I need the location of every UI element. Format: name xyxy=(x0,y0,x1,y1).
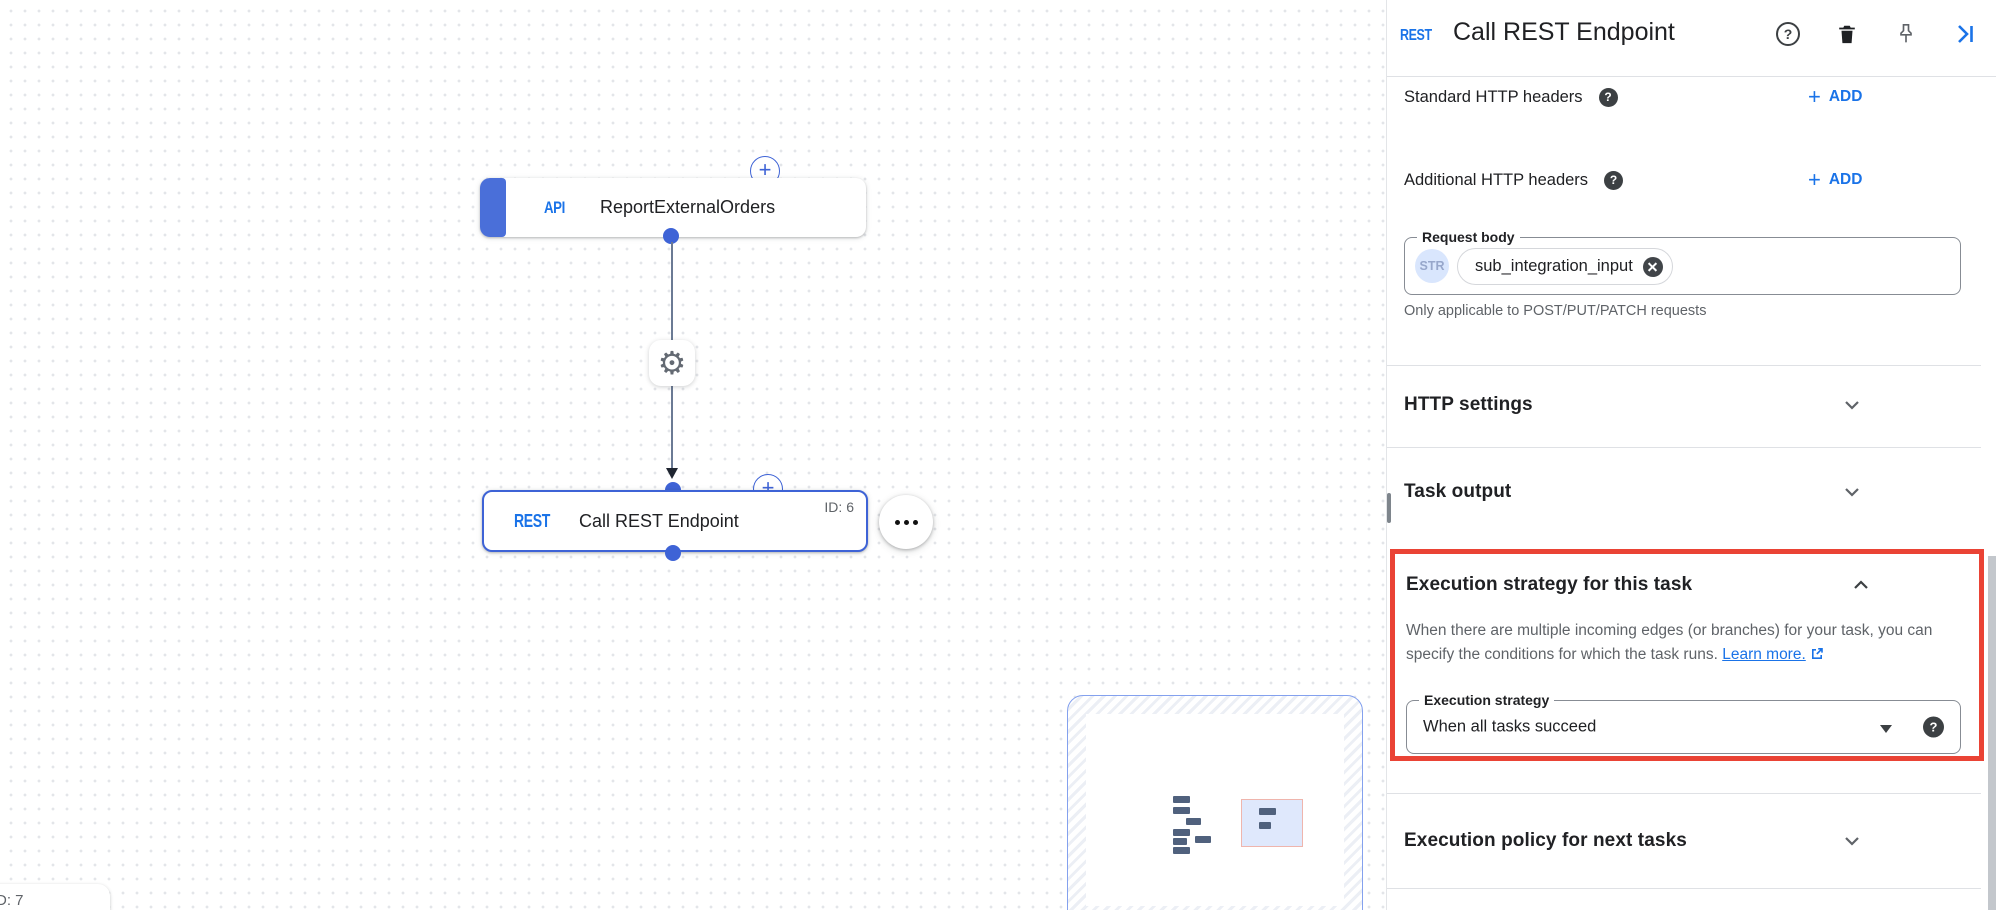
add-label: ADD xyxy=(1828,171,1863,188)
standard-http-headers-label: Standard HTTP headers xyxy=(1404,87,1583,106)
rest-task-badge: REST xyxy=(1400,27,1432,44)
add-label: ADD xyxy=(1828,88,1863,105)
help-icon[interactable] xyxy=(1604,170,1624,190)
standard-http-headers-row: Standard HTTP headers xyxy=(1404,85,1618,109)
section-execution-policy[interactable]: Execution policy for next tasks xyxy=(1387,813,1981,869)
task-more-options-button[interactable] xyxy=(879,495,933,549)
task-id-label: ID: 6 xyxy=(824,499,854,515)
variable-chip-label: sub_integration_input xyxy=(1475,257,1633,275)
ellipsis-icon xyxy=(894,519,900,525)
divider xyxy=(1387,888,1981,889)
task-config-panel: REST Call REST Endpoint xyxy=(1386,0,1996,910)
task-output-title: Task output xyxy=(1404,481,1512,502)
pin-panel-button[interactable] xyxy=(1893,21,1919,47)
section-task-output[interactable]: Task output xyxy=(1387,464,1981,520)
section-http-settings[interactable]: HTTP settings xyxy=(1387,377,1981,433)
divider xyxy=(1387,365,1981,366)
help-icon[interactable] xyxy=(1923,716,1944,738)
panel-scrollbar-thumb[interactable] xyxy=(1988,556,1996,910)
http-settings-title: HTTP settings xyxy=(1404,394,1533,415)
divider xyxy=(1387,447,1981,448)
trigger-node-label: ReportExternalOrders xyxy=(600,197,776,217)
question-circle-icon xyxy=(1776,22,1800,46)
task-node-label: Call REST Endpoint xyxy=(579,510,739,531)
variable-chip[interactable]: sub_integration_input xyxy=(1457,248,1673,285)
section-execution-strategy[interactable]: Execution strategy for this task xyxy=(1395,567,1979,603)
execution-strategy-description: When there are multiple incoming edges (… xyxy=(1406,619,1958,667)
ellipsis-icon xyxy=(912,519,918,525)
task-id-label: D: 7 xyxy=(0,892,24,909)
divider xyxy=(1387,793,1981,794)
request-body-field[interactable]: Request body STR sub_integration_input xyxy=(1404,229,1961,295)
suggested-task-dropzone[interactable] xyxy=(1067,695,1363,910)
execution-strategy-select[interactable]: Execution strategy When all tasks succee… xyxy=(1406,692,1961,754)
trigger-node-report-external-orders[interactable]: API ReportExternalOrders xyxy=(480,178,866,237)
edge-config-gear-icon[interactable] xyxy=(649,340,695,386)
chevron-right-bar-icon xyxy=(1958,25,1973,43)
delete-task-button[interactable] xyxy=(1834,21,1860,47)
panel-header: REST Call REST Endpoint xyxy=(1387,0,1996,76)
trigger-accent-bar xyxy=(480,178,506,237)
execution-strategy-field-label: Execution strategy xyxy=(1419,692,1555,708)
divider xyxy=(1387,76,1996,77)
caret-down-icon[interactable] xyxy=(1880,725,1892,733)
external-link-icon xyxy=(1811,648,1823,660)
add-additional-header-button[interactable]: ADD xyxy=(1808,169,1863,191)
chevron-down-icon[interactable] xyxy=(1841,830,1863,852)
help-icon[interactable] xyxy=(1775,21,1801,47)
trash-icon xyxy=(1839,25,1855,44)
string-type-badge: STR xyxy=(1415,249,1449,283)
collapse-panel-button[interactable] xyxy=(1952,21,1978,47)
edge-arrowhead-icon xyxy=(666,468,678,479)
partial-task-node[interactable]: D: 7 xyxy=(0,884,110,910)
ellipsis-icon xyxy=(903,519,909,525)
additional-http-headers-row: Additional HTTP headers xyxy=(1404,168,1624,192)
remove-variable-icon[interactable] xyxy=(1642,256,1663,277)
task-output-port[interactable] xyxy=(665,545,681,561)
execution-strategy-value: When all tasks succeed xyxy=(1423,717,1597,736)
mapping-illustration-icon xyxy=(1173,796,1303,866)
description-text: When there are multiple incoming edges (… xyxy=(1406,622,1933,664)
request-body-helper-text: Only applicable to POST/PUT/PATCH reques… xyxy=(1404,303,1707,319)
task-node-call-rest-endpoint[interactable]: REST Call REST Endpoint ID: 6 xyxy=(482,490,868,552)
trigger-output-port[interactable] xyxy=(663,228,679,244)
panel-title: Call REST Endpoint xyxy=(1453,18,1675,46)
panel-scrollbar-thumb[interactable] xyxy=(1387,493,1391,523)
help-icon[interactable] xyxy=(1598,87,1618,107)
add-standard-header-button[interactable]: ADD xyxy=(1808,86,1863,108)
additional-http-headers-label: Additional HTTP headers xyxy=(1404,170,1589,189)
integration-canvas[interactable]: API ReportExternalOrders REST Call REST … xyxy=(0,0,1387,910)
execution-policy-title: Execution policy for next tasks xyxy=(1404,830,1687,851)
api-trigger-badge: API xyxy=(544,197,565,217)
request-body-label: Request body xyxy=(1417,229,1520,245)
chevron-down-icon[interactable] xyxy=(1841,481,1863,503)
chevron-up-icon[interactable] xyxy=(1850,574,1872,596)
pushpin-icon xyxy=(1900,24,1912,43)
execution-strategy-highlight-box: Execution strategy for this task When th… xyxy=(1390,549,1984,761)
chevron-down-icon[interactable] xyxy=(1841,394,1863,416)
learn-more-link[interactable]: Learn more. xyxy=(1722,646,1806,664)
rest-task-badge: REST xyxy=(514,510,550,531)
execution-strategy-title: Execution strategy for this task xyxy=(1406,574,1693,595)
